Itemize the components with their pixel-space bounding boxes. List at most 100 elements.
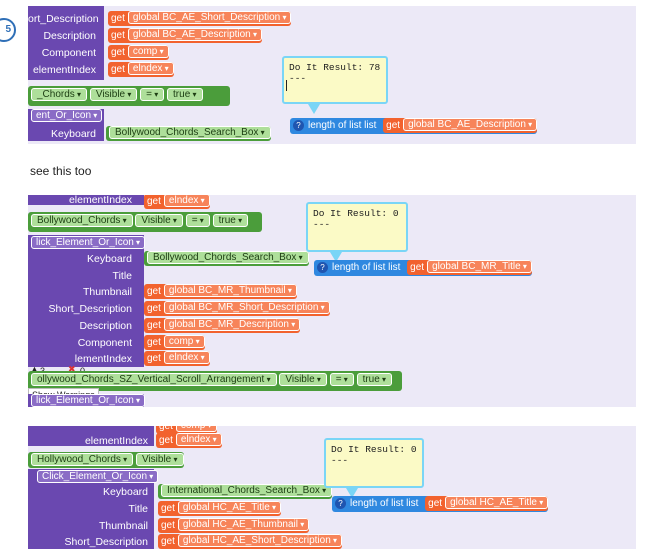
variable-dropdown[interactable]: global BC_MR_Short_Description bbox=[163, 301, 330, 314]
compare-block[interactable]: _Chords Visible = true bbox=[28, 86, 230, 106]
caption-text: see this too bbox=[30, 164, 92, 178]
variable-dropdown[interactable]: global HC_AE_Short_Description bbox=[177, 534, 343, 547]
operator-dropdown[interactable]: = bbox=[140, 88, 165, 101]
event-block-body[interactable] bbox=[28, 6, 104, 80]
variable-dropdown[interactable]: global BC_MR_Description bbox=[163, 318, 301, 331]
text-block[interactable]: Bollywood_Chords_Search_Box bbox=[106, 126, 271, 141]
variable-dropdown[interactable]: elndex bbox=[175, 433, 222, 446]
variable-dropdown[interactable]: global HC_AE_Title bbox=[177, 501, 282, 514]
warning-icon[interactable]: ▲ bbox=[30, 364, 39, 374]
variable-dropdown[interactable]: comp bbox=[175, 426, 217, 432]
result-title: Do It Result: 0 bbox=[331, 444, 417, 455]
component-dropdown[interactable]: ollywood_Chords_SZ_Vertical_Scroll_Arran… bbox=[31, 373, 277, 386]
help-icon[interactable]: ? bbox=[293, 119, 304, 131]
get-keyword: get bbox=[428, 498, 443, 509]
text-block[interactable]: International_Chords_Search_Box bbox=[158, 484, 333, 499]
result-bubble: Do It Result: 0 --- bbox=[324, 438, 424, 488]
component-dropdown[interactable]: Hollywood_Chords bbox=[31, 453, 134, 466]
click-event-block[interactable] bbox=[28, 235, 144, 367]
boolean-dropdown[interactable]: true bbox=[167, 88, 203, 101]
compare-block[interactable]: Bollywood_Chords Visible = true bbox=[28, 212, 262, 232]
event-dropdown[interactable]: lick_Element_Or_Icon bbox=[31, 394, 146, 407]
property-dropdown[interactable]: Visible bbox=[279, 373, 327, 386]
text-block[interactable]: Bollywood_Chords_Search_Box bbox=[144, 251, 309, 266]
textbox-dropdown[interactable]: Bollywood_Chords_Search_Box bbox=[109, 126, 271, 139]
help-icon[interactable]: ? bbox=[335, 497, 346, 509]
click-event-label: lick_Element_Or_Icon bbox=[28, 394, 146, 407]
result-body: --- bbox=[313, 219, 331, 230]
event-dropdown[interactable]: lick_Element_Or_Icon bbox=[31, 236, 146, 249]
variable-dropdown[interactable]: global BC_AE_Description bbox=[403, 118, 538, 131]
variable-dropdown[interactable]: global HC_AE_Thumbnail bbox=[177, 518, 310, 531]
param-label: Thumbnail bbox=[98, 520, 148, 532]
variable-dropdown[interactable]: elndex bbox=[127, 62, 174, 75]
textbox-dropdown[interactable]: Bollywood_Chords_Search_Box bbox=[147, 251, 309, 264]
get-keyword: get bbox=[161, 503, 175, 514]
operator-dropdown[interactable]: = bbox=[185, 214, 210, 227]
get-keyword: get bbox=[386, 120, 401, 131]
param-label: elementIndex bbox=[68, 195, 132, 206]
get-keyword: get bbox=[159, 426, 173, 432]
operator-dropdown[interactable]: = bbox=[329, 373, 354, 386]
variable-dropdown[interactable]: elndex bbox=[163, 195, 210, 207]
boolean-dropdown[interactable]: true bbox=[356, 373, 393, 386]
param-label: Keyboard bbox=[87, 253, 132, 265]
variable-dropdown[interactable]: global BC_MR_Thumbnail bbox=[163, 284, 297, 297]
variable-dropdown[interactable]: comp bbox=[163, 335, 205, 348]
get-keyword: get bbox=[159, 435, 173, 446]
textbox-dropdown[interactable]: International_Chords_Search_Box bbox=[161, 484, 333, 497]
result-title: Do It Result: 0 bbox=[313, 208, 399, 219]
property-dropdown[interactable]: Visible bbox=[135, 453, 184, 466]
variable-dropdown[interactable]: global BC_AE_Description bbox=[127, 28, 262, 41]
event-block-body[interactable] bbox=[28, 195, 144, 205]
variable-dropdown[interactable]: comp bbox=[127, 45, 169, 58]
app-logo-icon: 5 bbox=[0, 18, 16, 42]
list-socket-label: list bbox=[406, 498, 419, 509]
get-keyword: get bbox=[147, 337, 161, 348]
variable-dropdown[interactable]: global BC_MR_Title bbox=[427, 260, 532, 273]
param-label: Keyboard bbox=[51, 128, 96, 140]
event-dropdown[interactable]: ent_Or_Icon bbox=[31, 109, 103, 122]
component-dropdown[interactable]: _Chords bbox=[31, 88, 88, 101]
component-dropdown[interactable]: Bollywood_Chords bbox=[31, 214, 133, 227]
boolean-dropdown[interactable]: true bbox=[212, 214, 249, 227]
variable-dropdown[interactable]: global HC_AE_Title bbox=[445, 496, 549, 509]
property-dropdown[interactable]: Visible bbox=[135, 214, 183, 227]
param-label: Title bbox=[112, 270, 132, 282]
compare-block[interactable]: Hollywood_Chords Visible bbox=[28, 452, 184, 468]
variable-dropdown[interactable]: global BC_AE_Short_Description bbox=[127, 11, 292, 24]
error-icon[interactable]: ✖ bbox=[68, 364, 76, 374]
event-dropdown[interactable]: Click_Element_Or_Icon bbox=[37, 470, 159, 483]
help-icon[interactable]: ? bbox=[317, 261, 328, 273]
param-label: Keyboard bbox=[103, 486, 148, 498]
get-keyword: get bbox=[147, 353, 161, 364]
param-label: Title bbox=[128, 503, 148, 515]
param-label: Thumbnail bbox=[82, 286, 132, 298]
compare-block[interactable]: ollywood_Chords_SZ_Vertical_Scroll_Arran… bbox=[28, 371, 402, 391]
variable-dropdown[interactable]: elndex bbox=[163, 351, 210, 364]
property-dropdown[interactable]: Visible bbox=[89, 88, 138, 101]
event-block-body[interactable] bbox=[28, 426, 154, 446]
